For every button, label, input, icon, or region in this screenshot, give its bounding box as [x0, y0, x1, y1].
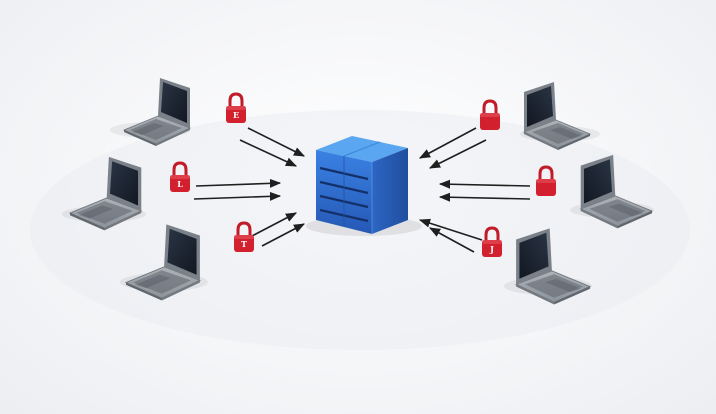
laptop-bottom-right	[504, 228, 592, 304]
arrow	[438, 179, 531, 189]
connection-arrows	[193, 127, 531, 253]
lock-middle-left: L	[168, 161, 192, 194]
laptop-top-right	[520, 82, 600, 150]
laptop-middle-right	[570, 155, 654, 228]
lock-top-right	[478, 99, 502, 132]
arrow	[247, 127, 306, 157]
lock-glyph: J	[489, 244, 494, 254]
arrow	[239, 139, 298, 167]
central-server	[306, 136, 422, 236]
arrow	[251, 212, 297, 237]
lock-glyph: L	[177, 179, 183, 189]
arrow	[419, 127, 477, 159]
lock-glyph: E	[233, 110, 239, 120]
arrow	[195, 178, 282, 188]
laptop-middle-left	[62, 156, 146, 231]
laptop-top-left	[110, 77, 191, 147]
arrow	[193, 191, 282, 201]
padlock-icon	[478, 99, 502, 132]
arrow	[418, 218, 483, 241]
laptop-bottom-left	[120, 223, 208, 302]
arrow	[429, 227, 475, 253]
arrow	[261, 223, 305, 247]
lock-top-left: E	[224, 92, 248, 125]
lock-glyph: T	[241, 239, 247, 249]
lock-bottom-left: T	[232, 221, 256, 254]
lock-bottom-right: J	[480, 226, 504, 259]
arrow	[428, 139, 487, 169]
server-rack-icon	[316, 136, 408, 234]
arrow	[438, 192, 531, 202]
